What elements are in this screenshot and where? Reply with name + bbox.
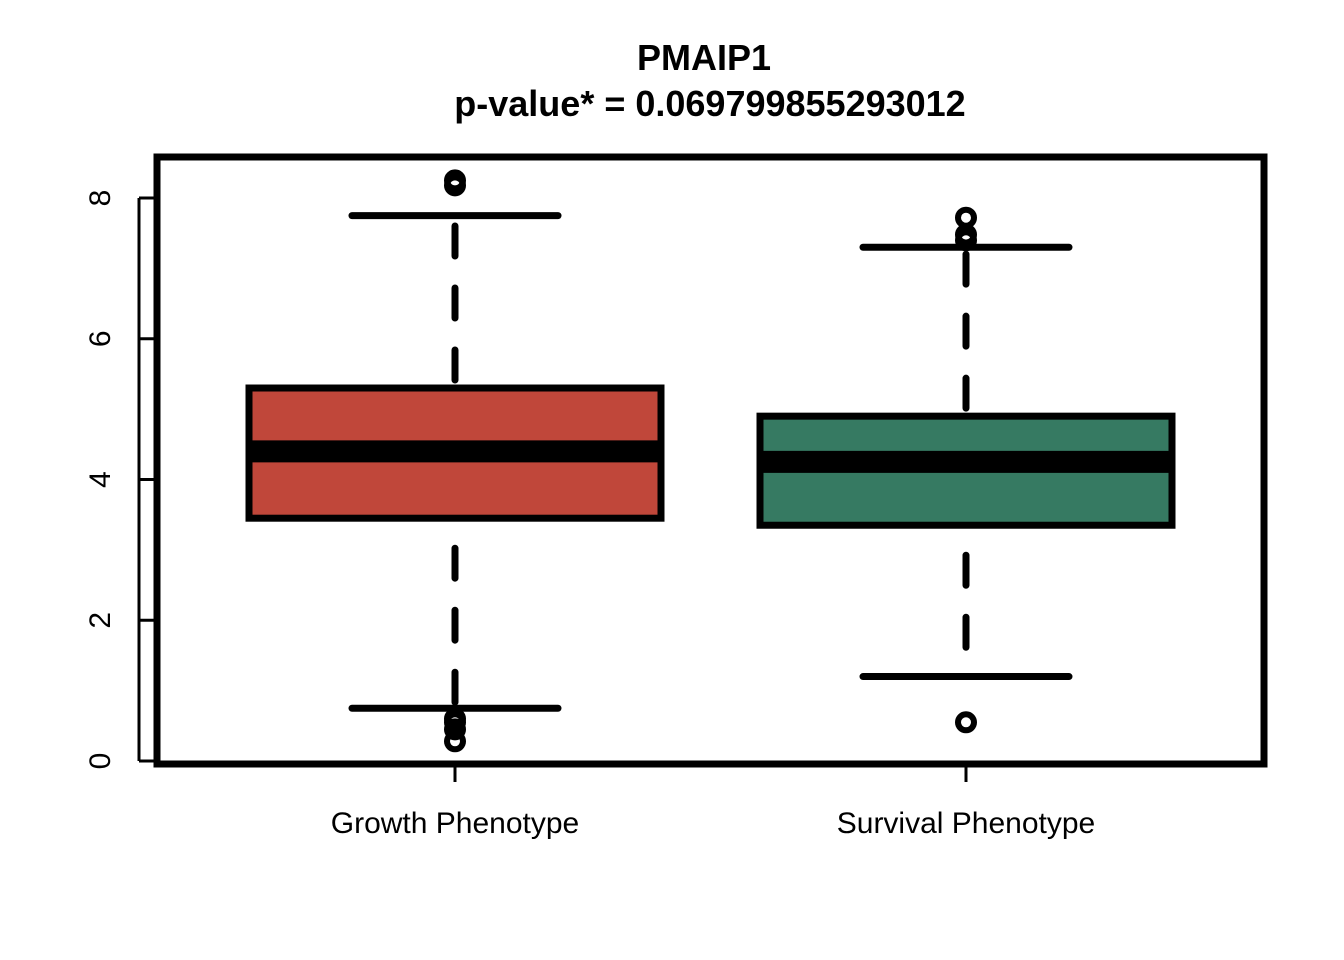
y-tick-label: 2: [84, 612, 117, 629]
outlier-point: [444, 730, 466, 753]
x-tick-label: Survival Phenotype: [837, 807, 1096, 840]
box-group: [245, 169, 665, 753]
chart-title: PMAIP1: [637, 37, 771, 78]
outlier-point: [955, 711, 977, 734]
outlier-point: [955, 206, 977, 229]
box-group: [756, 206, 1176, 734]
outlier-point: [444, 707, 466, 730]
y-tick-label: 0: [84, 753, 117, 770]
plot-frame: [153, 153, 1268, 768]
x-tick-label: Growth Phenotype: [331, 807, 579, 840]
plot-area: [245, 169, 1176, 753]
outlier-point: [444, 169, 466, 192]
y-tick-label: 8: [84, 190, 117, 207]
chart-subtitle: p-value* = 0.069799855293012: [454, 83, 965, 124]
y-tick-label: 4: [84, 471, 117, 488]
y-tick-label: 6: [84, 330, 117, 347]
